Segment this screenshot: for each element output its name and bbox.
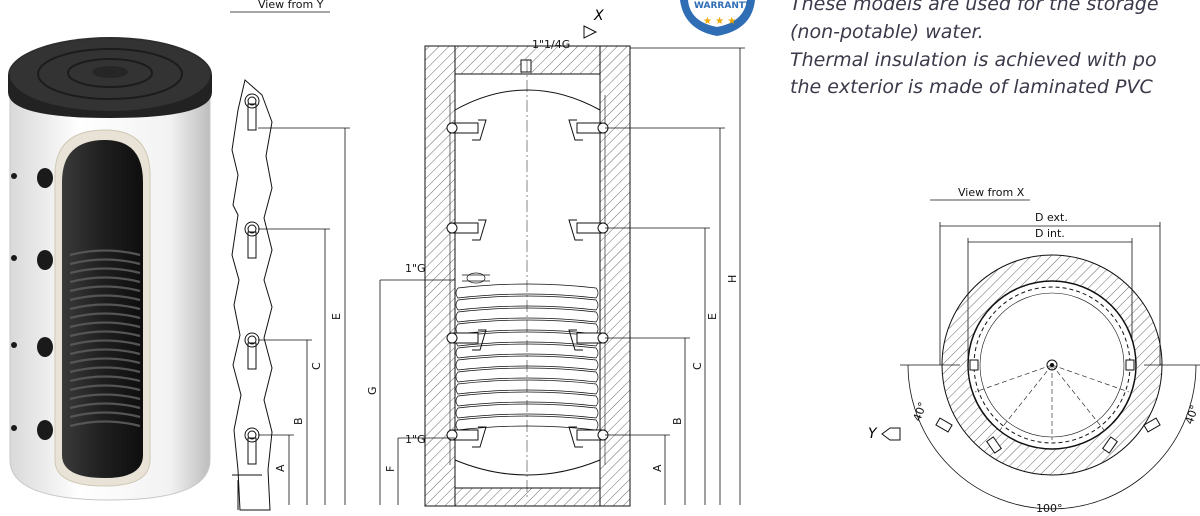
coil-image bbox=[69, 249, 141, 428]
badge-text: WARRANTY bbox=[694, 1, 752, 11]
angle-right: 40° bbox=[1183, 403, 1200, 426]
coil-lower-label: 1"G bbox=[405, 433, 426, 446]
dim-b: B bbox=[671, 417, 684, 425]
dim-c-y: C bbox=[310, 362, 323, 370]
dim-e-y: E bbox=[330, 313, 343, 320]
marker-y: Y bbox=[868, 426, 878, 442]
view-from-x-label: View from X bbox=[958, 186, 1025, 199]
top-nozzles bbox=[935, 359, 1161, 454]
description-line-4: the exterior is made of laminated PVC bbox=[790, 76, 1153, 98]
product-image bbox=[8, 37, 212, 501]
description-line-1: These models are used for the storage bbox=[790, 0, 1159, 15]
dim-a-y: A bbox=[274, 464, 287, 472]
arrow-y-icon bbox=[881, 427, 901, 441]
arrow-x-icon bbox=[583, 25, 598, 39]
nozzles bbox=[446, 119, 609, 448]
d-ext-label: D ext. bbox=[1035, 211, 1068, 224]
section-view: X 1"1/4G bbox=[366, 8, 745, 507]
broken-profile bbox=[231, 79, 273, 511]
dim-c: C bbox=[691, 362, 704, 370]
dim-b-y: B bbox=[292, 417, 305, 425]
marker-x: X bbox=[593, 8, 604, 24]
dim-a: A bbox=[651, 464, 664, 472]
star-icon: ★ ★ ★ bbox=[703, 16, 736, 27]
dim-f: F bbox=[384, 466, 397, 472]
dimension-lines-y bbox=[258, 127, 350, 505]
angle-left: 40° bbox=[911, 400, 930, 423]
angle-arc bbox=[907, 364, 1197, 510]
port-holes bbox=[11, 168, 53, 440]
warranty-badge: WARRANTY ★ ★ ★ bbox=[680, 0, 755, 36]
vessel-outline bbox=[454, 89, 601, 476]
side-view-y: View from Y A B C E bbox=[230, 0, 350, 511]
dim-h: H bbox=[726, 275, 739, 283]
angle-bottom: 100° bbox=[1036, 502, 1063, 515]
d-int-label: D int. bbox=[1035, 227, 1065, 240]
description-line-3: Thermal insulation is achieved with po bbox=[790, 49, 1157, 71]
dim-e: E bbox=[706, 313, 719, 320]
coil-upper-label: 1"G bbox=[405, 262, 426, 275]
dim-g: G bbox=[366, 386, 379, 395]
ports-y bbox=[244, 93, 260, 465]
top-view-x: View from X D ext. D int. bbox=[868, 186, 1200, 515]
description-line-2: (non-potable) water. bbox=[790, 21, 984, 43]
view-from-y-label: View from Y bbox=[258, 0, 324, 11]
